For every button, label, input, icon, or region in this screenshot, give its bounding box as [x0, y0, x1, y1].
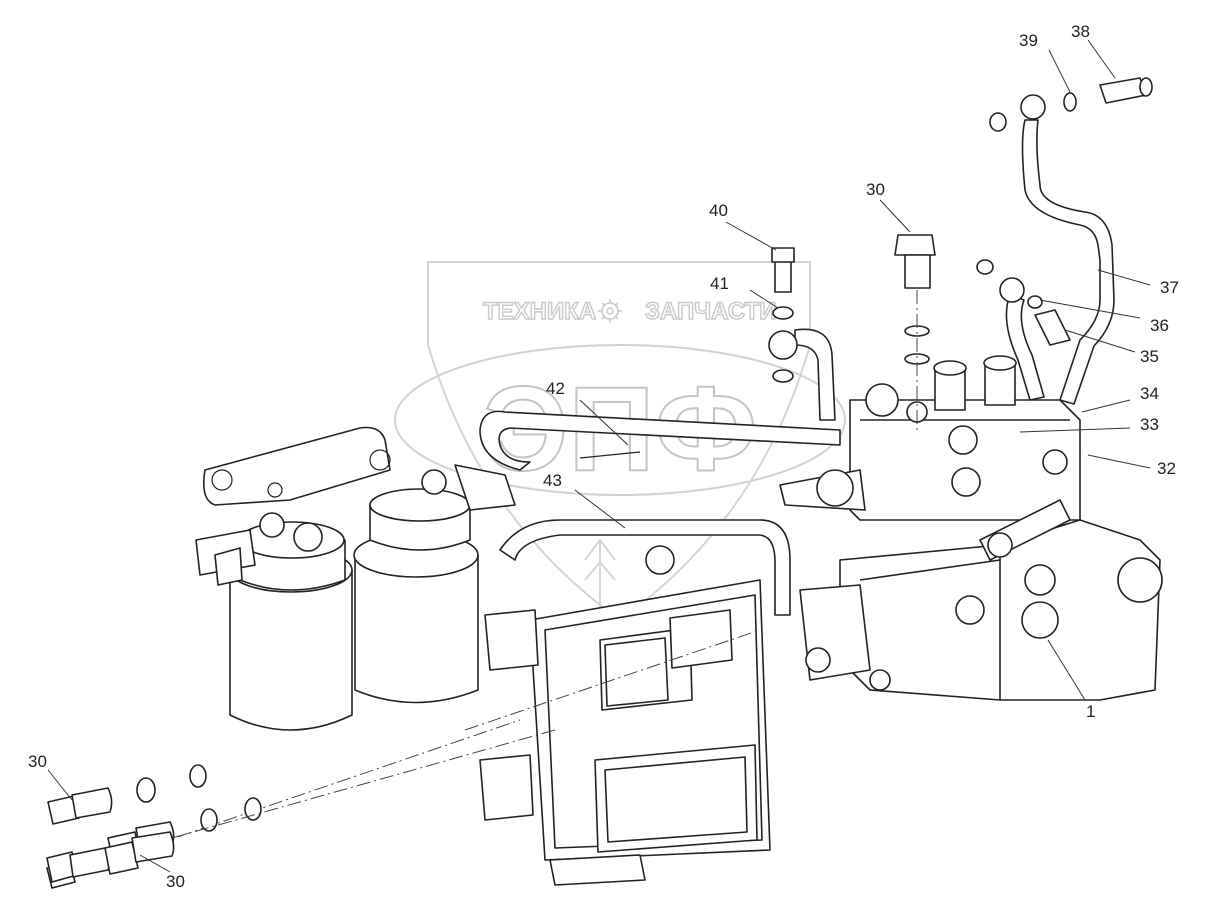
pipe-37 — [989, 77, 1153, 405]
callout-42: 42 — [546, 379, 565, 398]
callout-labels: 38 39 40 30 41 37 36 35 34 42 33 43 32 1… — [28, 22, 1179, 891]
bolts-bottom-left-lower — [47, 787, 175, 875]
callout-35: 35 — [1140, 347, 1159, 366]
callout-40: 40 — [709, 201, 728, 220]
fuel-lines — [479, 247, 841, 616]
leader-lines — [47, 39, 1151, 873]
callout-39: 39 — [1019, 31, 1038, 50]
callout-1: 1 — [1086, 702, 1095, 721]
callout-38: 38 — [1071, 22, 1090, 41]
callout-32: 32 — [1157, 459, 1176, 478]
watermark-word-left: ТЕХНИКА — [483, 298, 596, 325]
callout-41: 41 — [710, 274, 729, 293]
callout-30-top: 30 — [866, 180, 885, 199]
pump-assembly — [779, 355, 1163, 701]
callout-43: 43 — [543, 471, 562, 490]
gear-icon — [598, 299, 622, 323]
callout-34: 34 — [1140, 384, 1159, 403]
pipe-36-35 — [976, 259, 1071, 401]
bolt-30-top — [894, 234, 936, 430]
callout-30-left: 30 — [28, 752, 47, 771]
callout-36: 36 — [1150, 316, 1169, 335]
fuel-filter-assembly — [195, 426, 516, 731]
watermark-word-right: ЗАПЧАСТИ — [645, 298, 777, 325]
callout-37: 37 — [1160, 278, 1179, 297]
ecu-module — [479, 545, 771, 886]
callout-30-bottom: 30 — [166, 872, 185, 891]
callout-33: 33 — [1140, 415, 1159, 434]
